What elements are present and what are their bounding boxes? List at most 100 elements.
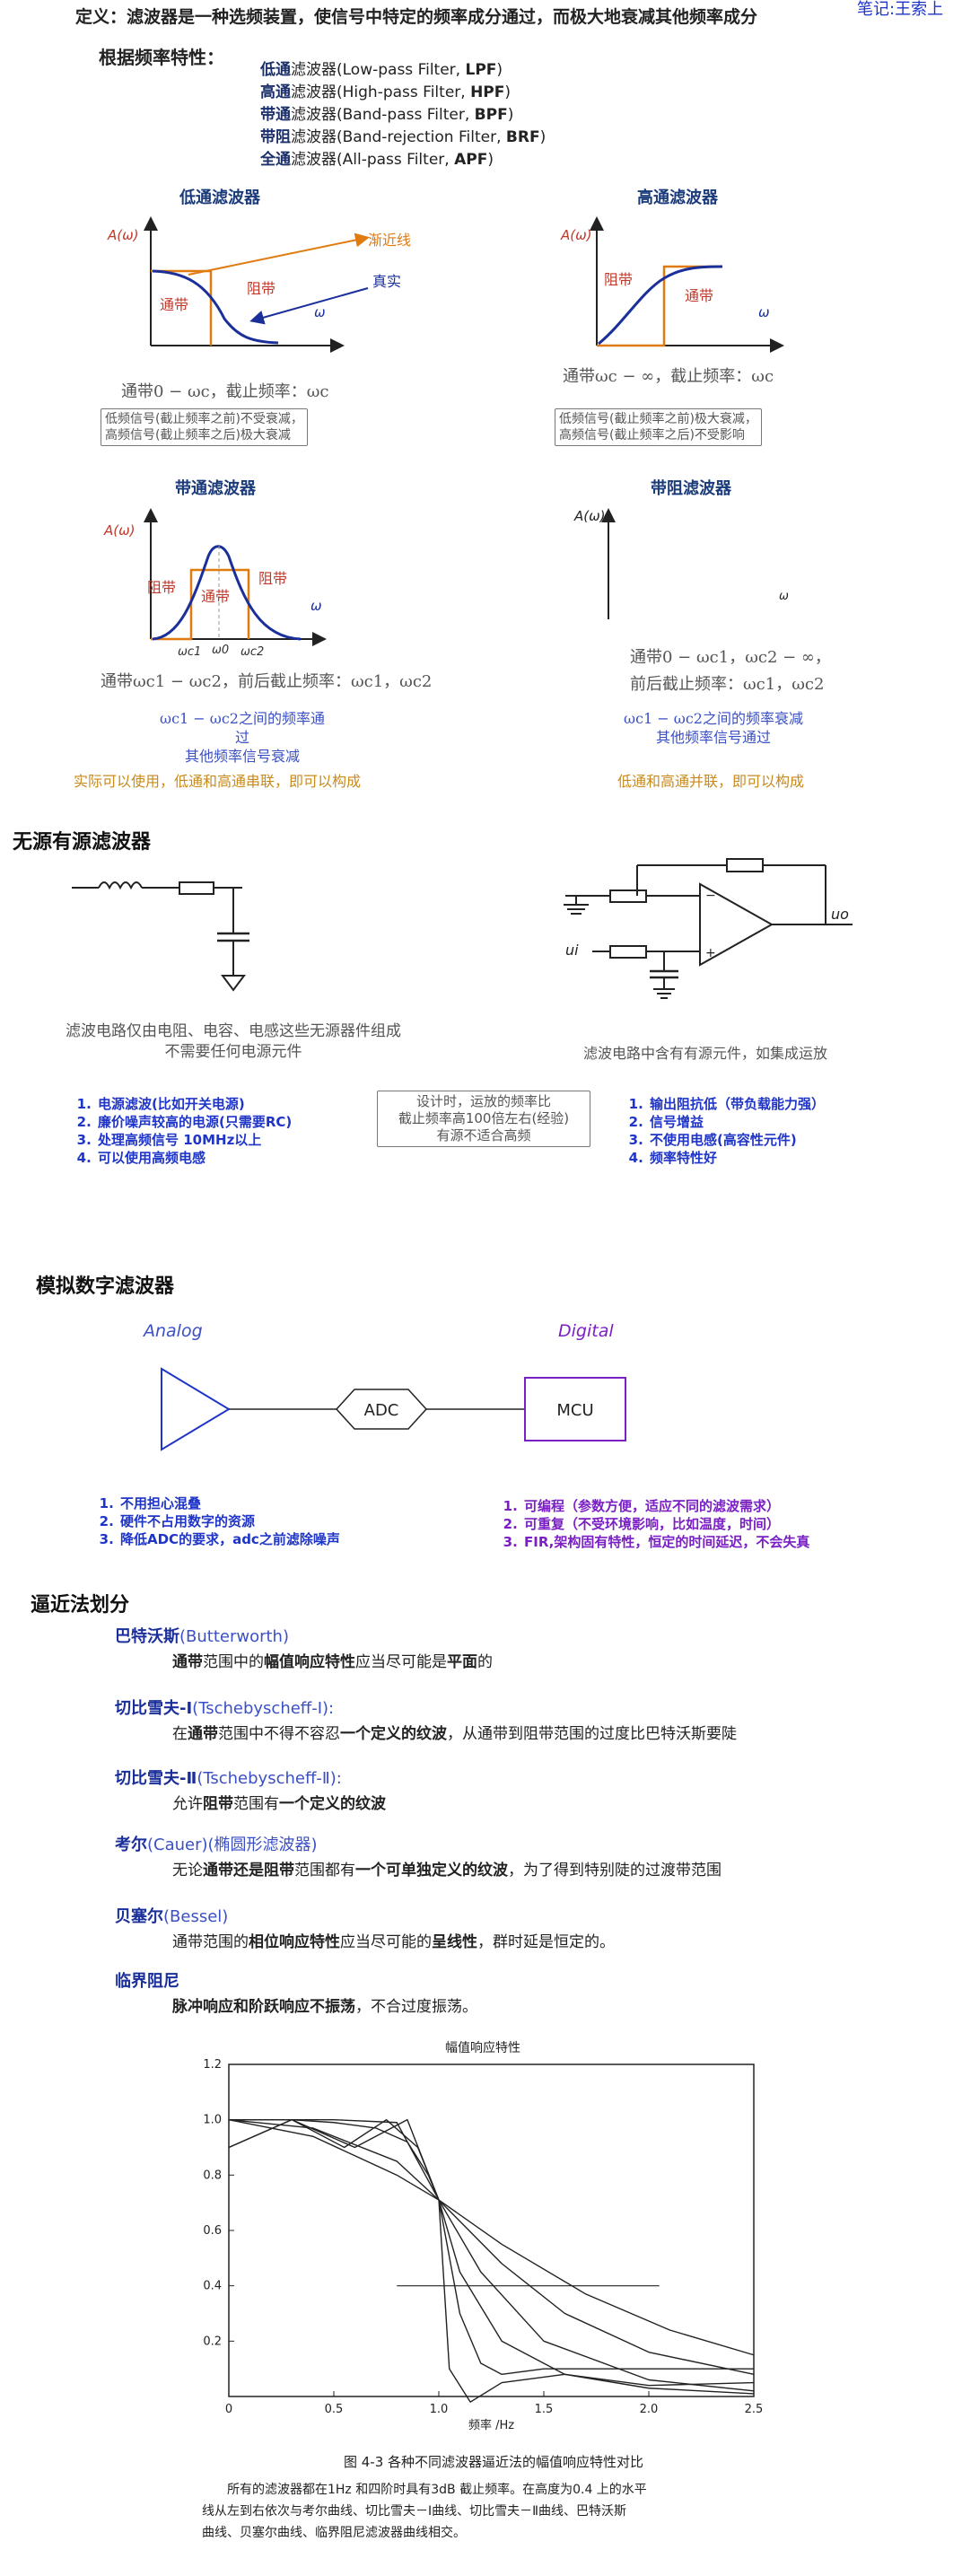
- highpass-x-axis: ω: [758, 304, 770, 320]
- y-tick-label: 1.2: [203, 2058, 222, 2072]
- approximation-item-name: 贝塞尔(Bessel): [115, 1907, 229, 1926]
- x-tick-label: 1.5: [535, 2403, 554, 2416]
- list-item: 输出阻抗低（带负载能力强）: [648, 1095, 825, 1113]
- bandstop-title: 带阻滤波器: [651, 479, 731, 498]
- ui-label: ui: [565, 942, 579, 959]
- approximation-item: 切比雪夫-Ⅱ(Tschebyscheff-Ⅱ): 允许阻带范围有一个定义的纹波: [115, 1768, 386, 1815]
- x-axis-label: 频率 /Hz: [468, 2418, 514, 2432]
- list-item: 廉价噪声较高的电源(只需要RC): [96, 1113, 292, 1131]
- bandstop-desc: ωc1 − ωc2之间的频率衰减其他频率信号通过: [624, 710, 803, 746]
- filter-type-item: 低通滤波器(Low-pass Filter, LPF): [260, 61, 503, 79]
- list-item: 可重复（不受环境影响，比如温度，时间）: [522, 1515, 809, 1533]
- y-tick-label: 0.2: [203, 2335, 222, 2348]
- active-advantages-list: 输出阻抗低（带负载能力强） 信号增益 不使用电感(高容性元件) 频率特性好: [628, 1095, 825, 1167]
- approximation-item-name: 巴特沃斯(Butterworth): [115, 1627, 289, 1646]
- filter-type-item: 带阻滤波器(Band-rejection Filter, BRF): [260, 128, 547, 146]
- x-tick-label: 0.5: [325, 2403, 344, 2416]
- bandpass-title: 带通滤波器: [175, 479, 256, 498]
- lowpass-real-label: 真实: [372, 273, 401, 290]
- x-tick-label: 1.0: [430, 2403, 449, 2416]
- digital-advantages-list: 可编程（参数方便，适应不同的滤波需求） 可重复（不受环境影响，比如温度，时间） …: [503, 1497, 809, 1551]
- approximation-item-desc: 通带范围的相位响应特性应当尽可能的呈线性，群时延是恒定的。: [172, 1933, 615, 1951]
- list-item: FIR,架构固有特性，恒定的时间延迟，不会失真: [522, 1533, 809, 1551]
- y-tick-label: 1.0: [203, 2114, 222, 2127]
- approximation-item-name: 切比雪夫-Ⅰ(Tschebyscheff-Ⅰ):: [115, 1699, 335, 1718]
- bandpass-wc1: ωc1: [178, 645, 201, 655]
- lowpass-cutoff: ωc: [204, 351, 222, 355]
- chart-title: 幅值响应特性: [445, 2040, 520, 2055]
- bandpass-x-axis: ω: [310, 598, 322, 614]
- approximation-item: 巴特沃斯(Butterworth) 通带范围中的幅值响应特性应当尽可能是平面的: [115, 1626, 493, 1673]
- x-tick-label: 0: [225, 2403, 232, 2416]
- bandpass-pass-label: 通带: [201, 588, 230, 605]
- bandstop-footer: 低通和高通并联，即可以构成: [617, 773, 805, 790]
- approximation-item-name: 临界阻尼: [115, 1972, 179, 1991]
- bandpass-stop-right: 阻带: [258, 570, 287, 587]
- y-tick-label: 0.4: [203, 2280, 222, 2293]
- chart-frame: [228, 2063, 755, 2397]
- approximation-item-name: 切比雪夫-Ⅱ(Tschebyscheff-Ⅱ):: [115, 1769, 342, 1788]
- series-line-1: [229, 2118, 755, 2392]
- uo-label: uo: [831, 906, 849, 923]
- highpass-y-axis: A(ω): [560, 227, 592, 243]
- list-item: 信号增益: [648, 1113, 825, 1131]
- lowpass-formula: 通带0 − ωc，截止频率：ωc: [121, 382, 329, 401]
- highpass-note: 低频信号(截止频率之前)极大衰减，高频信号(截止频率之后)不受影响: [555, 408, 762, 446]
- y-tick-label: 0.8: [203, 2169, 222, 2182]
- approximation-item: 临界阻尼脉冲响应和阶跃响应不振荡，不合过度振荡。: [115, 1971, 477, 2018]
- bandpass-desc: ωc1 − ωc2之间的频率通过其他频率信号衰减: [160, 710, 325, 765]
- active-circuit: − + uo ui: [564, 858, 853, 999]
- lowpass-title: 低通滤波器: [179, 188, 260, 207]
- passive-active-title: 无源有源滤波器: [13, 831, 152, 854]
- digital-label: Digital: [558, 1321, 614, 1341]
- filter-type-item: 高通滤波器(High-pass Filter, HPF): [260, 83, 512, 101]
- passive-advantages-list: 电源滤波(比如开关电源) 廉价噪声较高的电源(只需要RC) 处理高频信号 10M…: [76, 1095, 292, 1167]
- analog-digital-diagram: ADC MCU: [161, 1367, 626, 1451]
- approximation-item-desc: 无论通带还是阻带范围都有一个可单独定义的纹波，为了得到特别陡的过渡带范围: [172, 1862, 722, 1879]
- highpass-stop-label: 阻带: [604, 271, 633, 288]
- definition-label: 定义：: [75, 7, 127, 27]
- x-tick-label: 2.5: [745, 2403, 764, 2416]
- list-item: 电源滤波(比如开关电源): [96, 1095, 292, 1113]
- y-tick-label: 0.6: [203, 2224, 222, 2238]
- list-item: 可以使用高频电感: [96, 1149, 292, 1167]
- series-line-3: [229, 2118, 754, 2376]
- analog-digital-title: 模拟数字滤波器: [36, 1275, 175, 1298]
- bandpass-stop-left: 阻带: [147, 579, 176, 596]
- list-item: 硬件不占用数字的资源: [118, 1512, 340, 1530]
- lowpass-y-axis: A(ω): [107, 227, 139, 243]
- highpass-title: 高通滤波器: [637, 188, 718, 207]
- list-item: 处理高频信号 10MHz以上: [96, 1131, 292, 1149]
- highpass-formula: 通带ωc − ∞，截止频率：ωc: [563, 367, 774, 386]
- list-item: 频率特性好: [648, 1149, 825, 1167]
- approximation-item-desc: 允许阻带范围有一个定义的纹波: [172, 1795, 386, 1813]
- bandpass-diagram: A(ω) ω 阻带 通带 阻带 ωc1 ω0 ωc2: [103, 508, 327, 655]
- lowpass-x-axis: ω: [314, 304, 326, 320]
- series-line-4: [228, 2118, 755, 2403]
- lowpass-asymptote-label: 渐近线: [368, 232, 411, 249]
- bandpass-y-axis: A(ω): [103, 522, 136, 539]
- series-line-6: [228, 2118, 755, 2356]
- design-note: 设计时，运放的频率比截止频率高100倍左右(经验)有源不适合高频: [377, 1091, 590, 1147]
- lowpass-stop-label: 阻带: [247, 280, 275, 297]
- approximation-item-desc: 脉冲响应和阶跃响应不振荡，不合过度振荡。: [172, 1998, 477, 2016]
- mcu-label: MCU: [556, 1401, 593, 1420]
- approximation-title: 逼近法划分: [31, 1594, 130, 1617]
- list-item: 不用担心混叠: [118, 1494, 340, 1512]
- lowpass-diagram: A(ω) ω ωc 渐近线 真实 通带 阻带: [107, 216, 411, 355]
- highpass-diagram: A(ω) ω ωc 阻带 通带: [560, 216, 784, 355]
- chart-caption-body: 所有的滤波器都在1Hz 和四阶时具有3dB 截止频率。在高度为0.4 上的水平 …: [202, 2483, 647, 2540]
- opamp-minus: −: [705, 889, 716, 903]
- passive-circuit: [72, 881, 249, 992]
- approximation-item-name: 考尔(Cauer)(椭圆形滤波器): [115, 1836, 318, 1854]
- highpass-cutoff: ωc: [658, 351, 676, 355]
- author-note: 笔记:王索上: [857, 0, 944, 19]
- approximation-item-desc: 在通带范围中不得不容忍一个定义的纹波，从通带到阻带范围的过度比巴特沃斯要陡: [172, 1725, 737, 1743]
- bandpass-wc2: ωc2: [240, 645, 264, 655]
- list-item: 降低ADC的要求，adc之前滤除噪声: [118, 1530, 340, 1548]
- approximation-item-desc: 通带范围中的幅值响应特性应当尽可能是平面的: [172, 1653, 493, 1671]
- definition-line: 定义：滤波器是一种选频装置，使信号中特定的频率成分通过，而极大地衰减其他频率成分: [75, 4, 757, 28]
- opamp-plus: +: [705, 946, 716, 960]
- bandpass-footer: 实际可以使用，低通和高通串联，即可以构成: [74, 773, 362, 790]
